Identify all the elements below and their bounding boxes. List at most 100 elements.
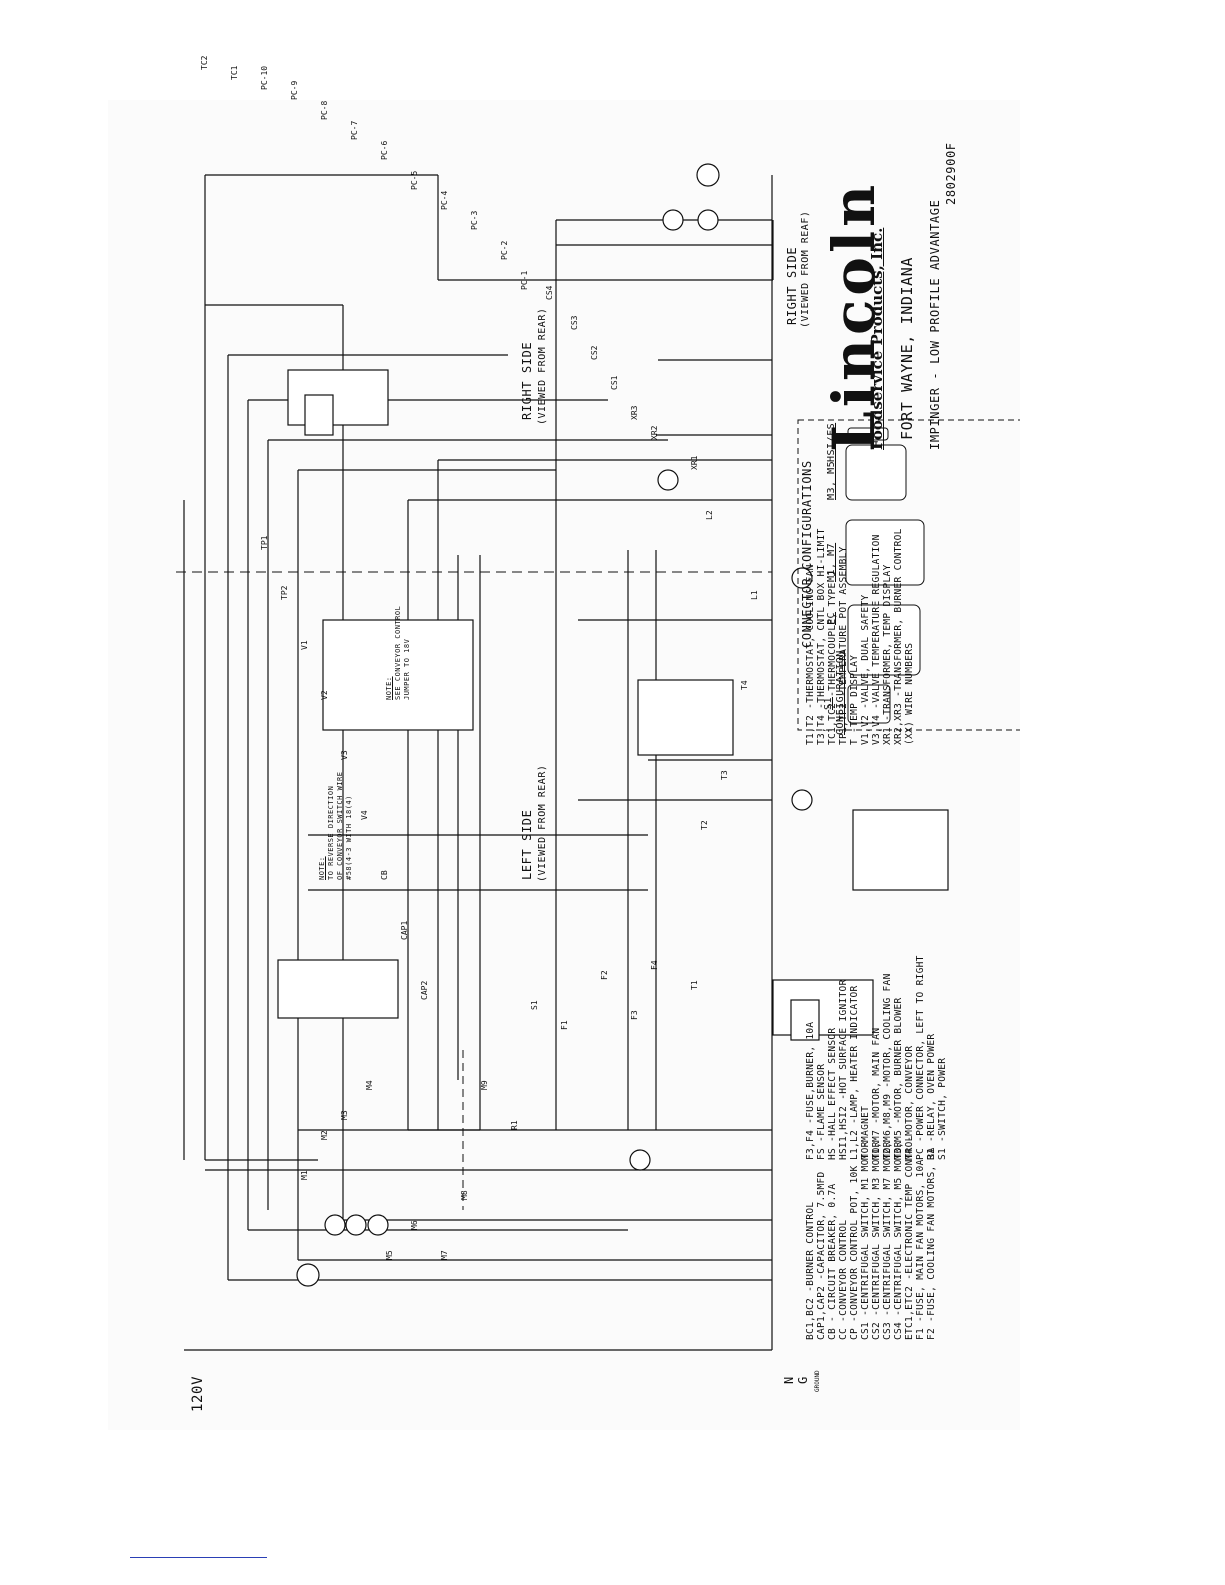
supply-g: G (796, 1376, 810, 1384)
component-tag: T3 (720, 770, 729, 780)
right-side-label-top: RIGHT SIDE (785, 246, 799, 325)
hsi-connector-icon (847, 427, 889, 441)
wiring-diagram (176, 163, 1020, 1351)
legend-item: M4 -MOTOR, CONVEYOR (904, 1045, 915, 1160)
wires (183, 174, 774, 1351)
drawing-number: 2802900F (944, 142, 958, 205)
component-tag: TC1 (230, 65, 239, 80)
left-side-sub: (VIEWED FROM REAR) (537, 764, 548, 882)
component-tag: V1 (300, 640, 309, 650)
s1-connector-icon (847, 684, 891, 724)
component-tag: PC-10 (260, 65, 269, 90)
component-tag: PC-5 (410, 170, 419, 190)
component-tag: F3 (630, 1010, 639, 1020)
component-tag: CAP1 (400, 920, 409, 940)
legend-item: M2,M6,M8,M9 -MOTOR, COOLING FAN (882, 973, 893, 1160)
component-tag: CS3 (570, 315, 579, 330)
legend-item: F3,F4 -FUSE,BURNER, 10A (805, 1021, 816, 1160)
component-tag: PC-4 (440, 190, 449, 210)
etc2-board (637, 679, 734, 756)
component-tag: PC-3 (470, 210, 479, 230)
component-tag: XR3 (630, 405, 639, 420)
component-tag: M9 (480, 1080, 489, 1090)
component-tag: V2 (320, 690, 329, 700)
component-tag: PC-2 (500, 240, 509, 260)
legend-item: T1,T2 -THERMOSTAT, COOLING FAN (805, 564, 816, 745)
right-side-label: RIGHT SIDE (520, 341, 534, 420)
legend-item: HSI1,HSI2 -HOT SURFACE IGNITOR (838, 979, 849, 1160)
legend-item: L1,L2 -LAMP, HEATER INDICATOR (849, 985, 860, 1160)
lamp-l2-icon (791, 567, 813, 589)
left-side-label: LEFT SIDE (520, 809, 534, 880)
legend-column-3: T1,T2 -THERMOSTAT, COOLING FAN T3,T4 -TH… (805, 425, 915, 745)
right-side-sub: (VIEWED FROM REAR) (537, 307, 548, 425)
component-tag: M4 (365, 1080, 374, 1090)
legend-column-2: F3,F4 -FUSE,BURNER, 10A FS -FLAME SENSOR… (805, 850, 948, 1160)
legend-item: R1 -RELAY, OVEN POWER (926, 1033, 937, 1160)
legend-item: V3,V4 -VALVE TEMPERATURE REGULATION (871, 534, 882, 745)
component-tag: L1 (750, 590, 759, 600)
right-side-sub-top: (VIEWED FROM REAF) (800, 210, 811, 328)
legend-item: XR1 -TRANSFORMER, TEMP DISPLAY (882, 564, 893, 745)
supply-voltage: 120V (190, 1375, 206, 1412)
component-tag: XR1 (690, 455, 699, 470)
legend-item: FS -FLAME SENSOR (816, 1063, 827, 1160)
product-name: IMPINGER - LOW PROFILE ADVANTAGE (928, 199, 942, 450)
footer-link-underline (130, 1557, 267, 1558)
component-tag: T2 (700, 820, 709, 830)
component-tag: F4 (650, 960, 659, 970)
note1-title: NOTE: (318, 856, 326, 880)
motor-m1-icon (296, 1263, 320, 1287)
legend-item: M1,M7 -MOTOR, MAIN FAN (871, 1027, 882, 1160)
component-tag: CAP2 (420, 980, 429, 1000)
motor-m3-icon (697, 209, 719, 231)
component-tag: M1 (300, 1170, 309, 1180)
connector-config-box (797, 419, 1020, 731)
etc1-board (852, 809, 949, 891)
supply-n: N (782, 1376, 796, 1384)
component-tag: XR2 (650, 425, 659, 440)
motor-m9-icon (367, 1214, 389, 1236)
component-tag: M7 (440, 1250, 449, 1260)
component-tag: PC-7 (350, 120, 359, 140)
legend-item: S1 -SWITCH, POWER (937, 1057, 948, 1160)
component-tag: CB (380, 870, 389, 880)
legend-item: M3,M5 -MOTOR, BURNER BLOWER (893, 997, 904, 1160)
note1-line4: #58(4-3 WITH 18(4) (345, 795, 353, 880)
component-tag: R1 (510, 1120, 519, 1130)
supply-ground: GROUND (814, 1370, 821, 1392)
component-tag: M6 (410, 1220, 419, 1230)
component-tag: PC-6 (380, 140, 389, 160)
xr1-transformer-block (277, 959, 399, 1019)
legend-item: PC -POWER CONNECTOR, LEFT TO RIGHT (915, 955, 926, 1160)
bc2-board (287, 369, 389, 426)
component-tag: TP2 (280, 585, 289, 600)
legend-item: TC1,TC2 -THERMOCOUPLE, TYPE J (827, 570, 838, 745)
legend-item: V1,V2 -VALVE, DUAL SAFETY (860, 594, 871, 746)
note2-line3: JUMPER TO 18V (403, 638, 411, 700)
bc1-board (772, 979, 874, 1036)
component-tag: TC2 (200, 55, 209, 70)
motor-m7-icon (696, 163, 720, 187)
pc-connector-icon (847, 604, 921, 676)
component-tag: V4 (360, 810, 369, 820)
component-tag: T1 (690, 980, 699, 990)
component-tag: PC-1 (520, 270, 529, 290)
component-tag: M3 (340, 1110, 349, 1120)
scan-background (108, 100, 1020, 1430)
motor-m6-icon (662, 209, 684, 231)
component-tag: L2 (705, 510, 714, 520)
m3m5-connector-icon (845, 444, 907, 501)
component-tag: V3 (340, 750, 349, 760)
legend-item: (XX) WIRE NUMBERS (904, 642, 915, 745)
component-tag: M8 (460, 1190, 469, 1200)
component-tag: PC-9 (290, 80, 299, 100)
legend-item: T -TEMP DISPLAY (849, 654, 860, 745)
lamp-l1-icon (791, 789, 813, 811)
component-tag: F1 (560, 1020, 569, 1030)
component-tag: CS1 (610, 375, 619, 390)
motor-m2-icon (345, 1214, 367, 1236)
legend-item: TP1,TP2 -TEMPERATURE POT ASSEMBLY (838, 546, 849, 745)
motor-m4-icon (629, 1149, 651, 1171)
